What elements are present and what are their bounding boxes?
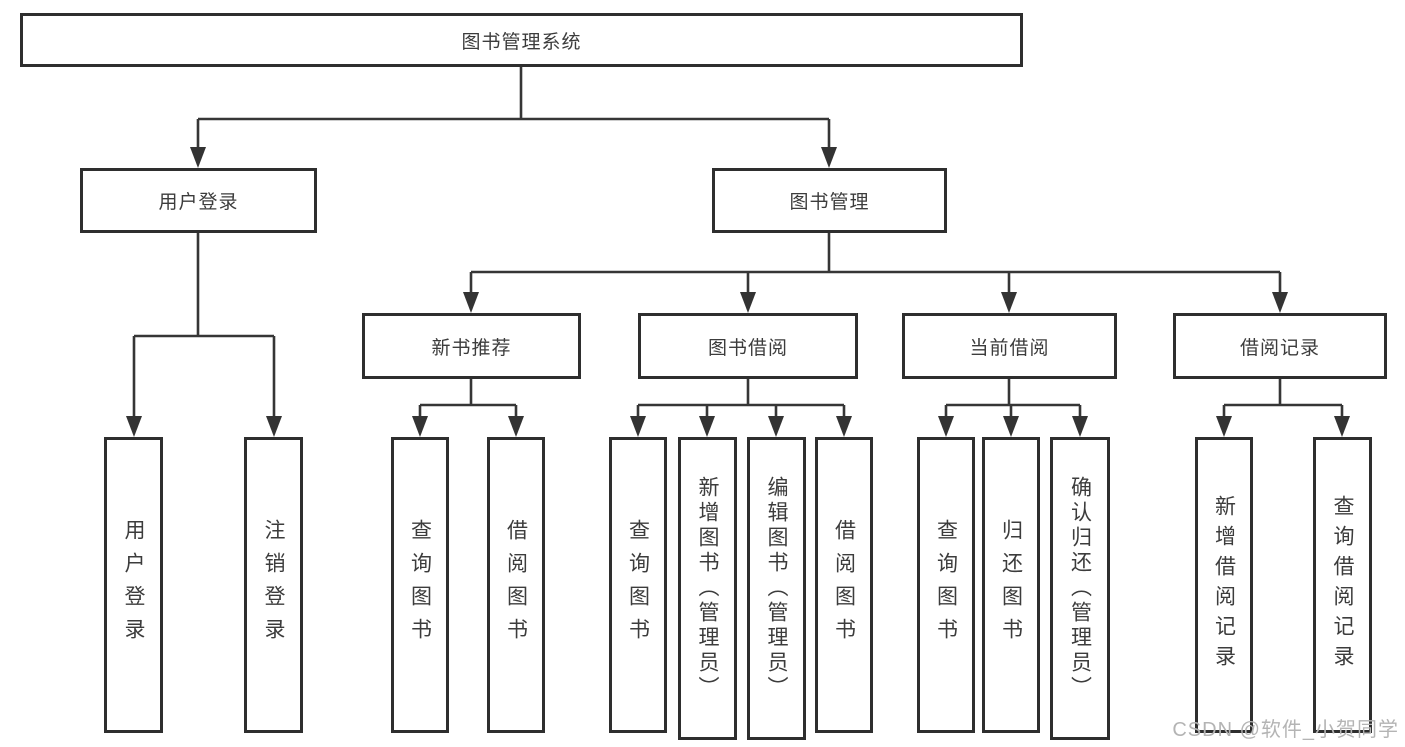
leaf-records-add-record-label: 新增借阅记录 [1212,495,1236,675]
node-borrow-records: 借阅记录 [1173,313,1387,379]
leaf-current-confirm-return-admin: 确认归还（管理员） [1050,437,1110,740]
node-book-borrowing-label: 图书借阅 [707,337,788,359]
leaf-borrowing-query-books-label: 查询图书 [626,519,650,651]
leaf-borrowing-borrow-books-label: 借阅图书 [832,519,856,651]
leaf-records-query-record: 查询借阅记录 [1313,437,1372,733]
leaf-logout: 注销登录 [244,437,303,733]
node-user-login-label: 用户登录 [158,192,239,213]
leaf-records-add-record: 新增借阅记录 [1195,437,1253,733]
leaf-current-confirm-return-admin-label: 确认归还（管理员） [1068,476,1092,701]
leaf-current-return-books-label: 归还图书 [999,519,1023,651]
leaf-user-login-label: 用户登录 [122,519,145,651]
leaf-records-query-record-label: 查询借阅记录 [1331,495,1354,675]
leaf-recommend-query-books: 查询图书 [391,437,449,733]
leaf-borrowing-edit-books-admin-label: 编辑图书（管理员） [765,476,788,701]
csdn-watermark: CSDN @软件_小贺同学 [1172,719,1399,741]
leaf-current-return-books: 归还图书 [982,437,1040,733]
node-book-management-label: 图书管理 [789,192,870,213]
node-book-borrowing: 图书借阅 [638,313,858,379]
leaf-current-query-books: 查询图书 [917,437,975,733]
leaf-borrowing-add-books-admin-label: 新增图书（管理员） [696,476,719,701]
node-root: 图书管理系统 [20,13,1023,67]
leaf-user-login: 用户登录 [104,437,163,733]
node-new-book-recommend: 新书推荐 [362,313,581,379]
leaf-current-query-books-label: 查询图书 [934,519,958,651]
arrowhead-icons [126,147,1350,437]
leaf-borrowing-borrow-books: 借阅图书 [815,437,873,733]
leaf-recommend-query-books-label: 查询图书 [408,519,432,651]
leaf-recommend-borrow-books: 借阅图书 [487,437,545,733]
node-current-borrowing-label: 当前借阅 [969,337,1050,359]
leaf-borrowing-query-books: 查询图书 [609,437,667,733]
node-book-management: 图书管理 [712,168,947,233]
node-borrow-records-label: 借阅记录 [1239,337,1320,359]
node-current-borrowing: 当前借阅 [902,313,1117,379]
node-new-book-recommend-label: 新书推荐 [431,337,512,359]
leaf-logout-label: 注销登录 [262,519,285,651]
node-user-login: 用户登录 [80,168,317,233]
leaf-borrowing-add-books-admin: 新增图书（管理员） [678,437,737,740]
leaf-borrowing-edit-books-admin: 编辑图书（管理员） [747,437,806,740]
leaf-recommend-borrow-books-label: 借阅图书 [504,519,528,651]
node-root-label: 图书管理系统 [461,31,582,53]
